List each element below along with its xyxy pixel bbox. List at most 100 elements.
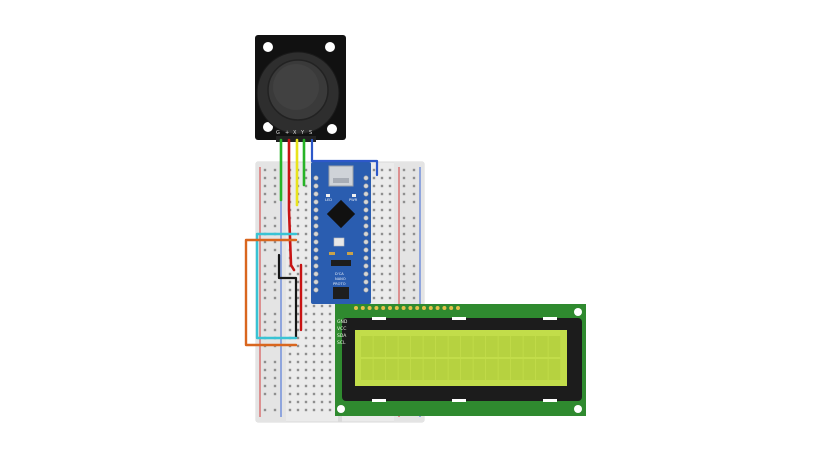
wire-cyan — [255, 232, 298, 340]
breadboard-hole — [312, 320, 316, 324]
breadboard-hole — [273, 296, 277, 300]
breadboard-hole — [412, 232, 416, 236]
mount-hole — [263, 122, 273, 132]
nano-pin — [313, 215, 319, 221]
nano-pin — [363, 263, 369, 269]
breadboard-hole — [320, 376, 324, 380]
breadboard-hole — [304, 184, 308, 188]
breadboard-hole — [273, 216, 277, 220]
breadboard-hole — [304, 288, 308, 292]
breadboard-hole — [402, 288, 406, 292]
breadboard-hole — [263, 368, 267, 372]
breadboard-hole — [263, 264, 267, 268]
lcd-character-cell — [436, 359, 448, 380]
lcd-character-cell — [473, 336, 486, 357]
breadboard-hole — [380, 224, 384, 228]
wire-black — [277, 253, 298, 302]
breadboard-hole — [296, 240, 300, 244]
breadboard-hole — [296, 232, 300, 236]
lcd-character-cell — [398, 336, 411, 357]
breadboard-hole — [380, 192, 384, 196]
breadboard-hole — [296, 408, 300, 412]
breadboard-hole — [304, 248, 308, 252]
breadboard-hole — [412, 272, 416, 276]
lcd-character-cell — [536, 359, 548, 380]
breadboard-hole — [273, 376, 277, 380]
breadboard-hole — [320, 384, 324, 388]
breadboard-hole — [402, 296, 406, 300]
nano-pin — [363, 239, 369, 245]
breadboard-hole — [304, 200, 308, 204]
breadboard-hole — [304, 408, 308, 412]
breadboard-hole — [296, 400, 300, 404]
lcd-character-cell — [411, 336, 423, 357]
breadboard-hole — [296, 368, 300, 372]
breadboard-hole — [296, 320, 300, 324]
breadboard-hole — [263, 176, 267, 180]
breadboard-hole — [304, 320, 308, 324]
lcd-header-pin — [428, 306, 433, 310]
breadboard-hole — [312, 408, 316, 412]
lcd-header-pin — [442, 306, 447, 310]
breadboard-hole — [312, 344, 316, 348]
breadboard-hole — [320, 392, 324, 396]
nano-pin — [313, 223, 319, 229]
breadboard-hole — [312, 368, 316, 372]
nano-pin — [313, 287, 319, 293]
breadboard-hole — [296, 304, 300, 308]
joystick-pin-label: G — [276, 130, 280, 136]
nano-pin — [363, 199, 369, 205]
breadboard-hole — [320, 400, 324, 404]
breadboard-hole — [296, 296, 300, 300]
breadboard-hole — [372, 296, 376, 300]
breadboard-hole — [328, 352, 332, 356]
nano-pin — [363, 287, 369, 293]
breadboard-hole — [288, 264, 292, 268]
nano-pin — [313, 279, 319, 285]
breadboard-hole — [263, 280, 267, 284]
lcd-character-cell — [386, 359, 398, 380]
breadboard-hole — [320, 320, 324, 324]
breadboard-hole — [388, 296, 392, 300]
nano-pin — [313, 255, 319, 261]
breadboard-hole — [402, 176, 406, 180]
breadboard-hole — [412, 184, 416, 188]
breadboard-hole — [388, 288, 392, 292]
breadboard-hole — [412, 176, 416, 180]
breadboard-hole — [304, 336, 308, 340]
lcd-pin-label: SCL — [337, 340, 346, 346]
breadboard-hole — [402, 224, 406, 228]
wire-blue — [310, 138, 379, 177]
arduino-nano: LED PWR D'CA NANO PROTO — [311, 162, 371, 304]
breadboard-hole — [273, 240, 277, 244]
breadboard-hole — [328, 320, 332, 324]
breadboard-hole — [380, 280, 384, 284]
icsp-header — [333, 287, 349, 299]
nano-pin — [363, 175, 369, 181]
breadboard-hole — [312, 376, 316, 380]
lcd-i2c-pins: GND VCC SDA SCL — [337, 319, 348, 346]
breadboard-hole — [402, 280, 406, 284]
breadboard-hole — [288, 368, 292, 372]
breadboard-hole — [296, 328, 300, 332]
mount-hole — [325, 42, 335, 52]
lcd-header-pin — [381, 306, 386, 310]
breadboard-hole — [273, 368, 277, 372]
breadboard-hole — [388, 224, 392, 228]
lcd-header-pin — [415, 306, 420, 310]
breadboard-hole — [288, 312, 292, 316]
breadboard-hole — [372, 280, 376, 284]
breadboard-hole — [273, 360, 277, 364]
breadboard-hole — [380, 288, 384, 292]
breadboard-hole — [296, 376, 300, 380]
nano-pin — [313, 231, 319, 237]
breadboard-hole — [273, 168, 277, 172]
reset-button[interactable] — [333, 237, 345, 247]
breadboard-hole — [380, 240, 384, 244]
breadboard-hole — [263, 320, 267, 324]
breadboard-hole — [304, 312, 308, 316]
nano-pin — [363, 207, 369, 213]
breadboard-hole — [263, 360, 267, 364]
breadboard-hole — [380, 184, 384, 188]
breadboard-hole — [412, 296, 416, 300]
